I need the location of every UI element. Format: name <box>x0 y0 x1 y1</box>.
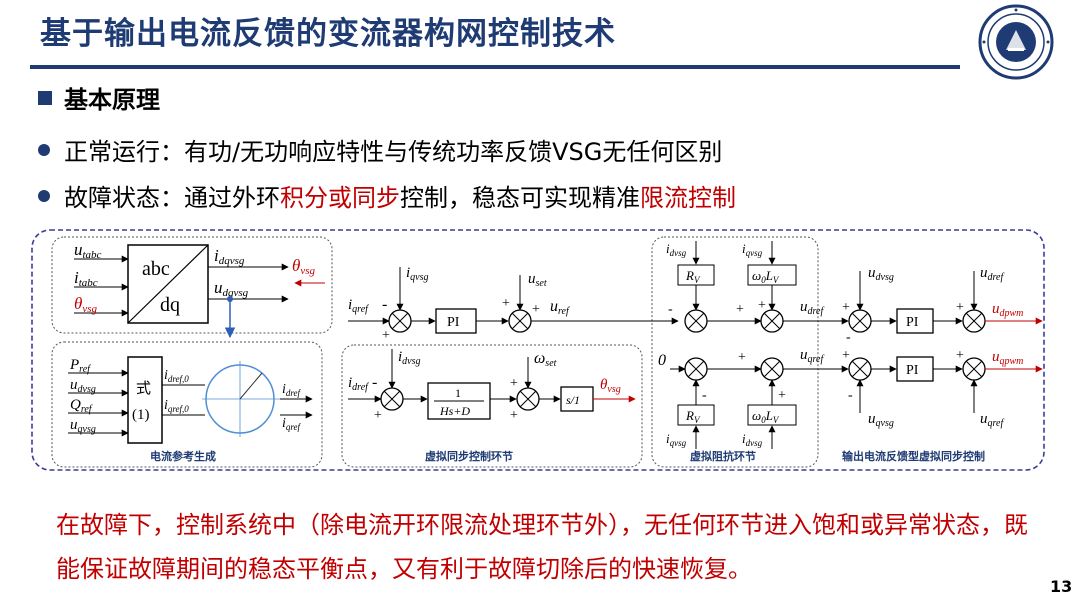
page-title: 基于输出电流反馈的变流器构网控制技术 <box>40 16 616 52</box>
svg-text:+: + <box>502 296 510 311</box>
page-number: 13 <box>1050 577 1073 596</box>
svg-text:θvsg: θvsg <box>292 256 316 277</box>
university-seal-icon <box>978 4 1054 80</box>
svg-text:PI: PI <box>906 363 919 378</box>
svg-text:+: + <box>956 348 964 363</box>
svg-text:idvsg: idvsg <box>398 349 421 367</box>
svg-text:udvsg: udvsg <box>70 377 96 395</box>
bullet-dot-icon <box>38 143 50 156</box>
dq-label: dq <box>160 294 180 316</box>
caption-current-ref: 电流参考生成 <box>150 449 216 463</box>
svg-text:uset: uset <box>528 271 547 289</box>
svg-text:-: - <box>372 374 377 391</box>
abc-label: abc <box>142 258 170 280</box>
svg-text:udvsg: udvsg <box>868 265 894 283</box>
square-bullet-icon <box>38 90 52 105</box>
svg-text:1: 1 <box>455 386 461 400</box>
svg-text:+: + <box>510 376 518 391</box>
svg-text:-: - <box>846 330 851 345</box>
svg-text:idref: idref <box>282 382 302 398</box>
svg-text:s/1: s/1 <box>566 393 580 407</box>
svg-text:ω0LV: ω0LV <box>752 268 780 285</box>
section-heading: 基本原理 <box>38 80 160 115</box>
svg-text:+: + <box>842 300 850 315</box>
svg-text:ωset: ωset <box>534 350 557 369</box>
virtual-impedance-frame <box>651 236 819 468</box>
svg-text:udpwm: udpwm <box>992 301 1023 319</box>
caption-virtual-impedance: 虚拟阻抗环节 <box>690 449 756 463</box>
control-block-diagram: abc dq utabc itabc θvsg idqvsg udqvsg θv… <box>31 229 1045 471</box>
svg-text:+: + <box>956 300 964 315</box>
svg-text:uref: uref <box>550 298 570 317</box>
svg-text:-: - <box>668 302 673 317</box>
svg-text:+: + <box>738 350 746 365</box>
svg-text:-: - <box>382 296 387 313</box>
svg-text:+: + <box>736 302 744 317</box>
svg-text:(1): (1) <box>132 407 150 423</box>
svg-text:iqvsg: iqvsg <box>666 431 687 448</box>
svg-text:PI: PI <box>447 315 460 330</box>
svg-text:Hs+D: Hs+D <box>439 404 470 418</box>
svg-text:uqvsg: uqvsg <box>868 411 894 429</box>
svg-text:uqvsg: uqvsg <box>70 417 96 435</box>
svg-text:iqref: iqref <box>282 416 302 432</box>
svg-text:Pref: Pref <box>69 357 91 375</box>
svg-text:idref: idref <box>348 375 369 393</box>
svg-text:RV: RV <box>685 268 701 285</box>
svg-text:itabc: itabc <box>74 268 98 289</box>
svg-text:idvsg: idvsg <box>742 431 763 448</box>
svg-text:udref: udref <box>800 299 824 317</box>
svg-text:θvsg: θvsg <box>74 294 98 315</box>
svg-text:iqref: iqref <box>348 297 369 315</box>
svg-text:ω0LV: ω0LV <box>752 408 780 425</box>
svg-text:Qref: Qref <box>70 397 93 415</box>
transform-frame <box>51 236 333 334</box>
pi-block-d <box>896 308 934 334</box>
bullet-fault-state: 故障状态：通过外环积分或同步控制，稳态可实现精准限流控制 <box>38 178 736 213</box>
pi-block-1 <box>435 308 477 334</box>
svg-text:uqpwm: uqpwm <box>992 349 1023 367</box>
virtual-sync-frame <box>341 344 643 468</box>
svg-text:+: + <box>842 348 850 363</box>
svg-text:+: + <box>532 302 540 317</box>
svg-text:+: + <box>778 388 786 403</box>
svg-text:uqref: uqref <box>800 347 824 365</box>
svg-text:+: + <box>510 408 518 423</box>
formula-block <box>127 356 163 444</box>
svg-text:iqref,0: iqref,0 <box>164 398 189 414</box>
svg-text:-: - <box>848 388 853 403</box>
svg-text:iqvsg: iqvsg <box>406 265 429 283</box>
bullet-normal-operation: 正常运行：有功/无功响应特性与传统功率反馈VSG无任何区别 <box>38 132 722 167</box>
svg-text:+: + <box>758 298 766 313</box>
svg-text:utabc: utabc <box>74 240 102 261</box>
svg-text:+: + <box>374 408 382 423</box>
svg-text:RV: RV <box>685 408 701 425</box>
svg-text:uqref: uqref <box>980 411 1004 429</box>
integrator-block <box>560 386 594 412</box>
caption-output-current: 输出电流反馈型虚拟同步控制 <box>842 449 985 463</box>
svg-text:idref,0: idref,0 <box>164 368 189 384</box>
svg-text:0: 0 <box>658 352 666 369</box>
bullet-dot-icon <box>38 189 50 202</box>
svg-text:+: + <box>382 328 390 343</box>
conclusion-text: 在故障下，控制系统中（除电流开环限流处理环节外），无任何环节进入饱和或异常状态，… <box>56 511 1028 583</box>
svg-text:θvsg: θvsg <box>600 377 621 395</box>
caption-virtual-sync: 虚拟同步控制环节 <box>425 449 513 463</box>
svg-text:idvsg: idvsg <box>666 241 687 258</box>
svg-text:idqvsg: idqvsg <box>214 246 245 267</box>
svg-text:udqvsg: udqvsg <box>214 278 249 299</box>
svg-text:式: 式 <box>136 380 151 397</box>
svg-text:iqvsg: iqvsg <box>742 241 763 258</box>
outer-frame <box>31 229 1045 471</box>
svg-text:udref: udref <box>980 265 1004 283</box>
svg-text:-: - <box>702 388 707 403</box>
title-divider <box>30 65 960 69</box>
svg-text:PI: PI <box>906 315 919 330</box>
